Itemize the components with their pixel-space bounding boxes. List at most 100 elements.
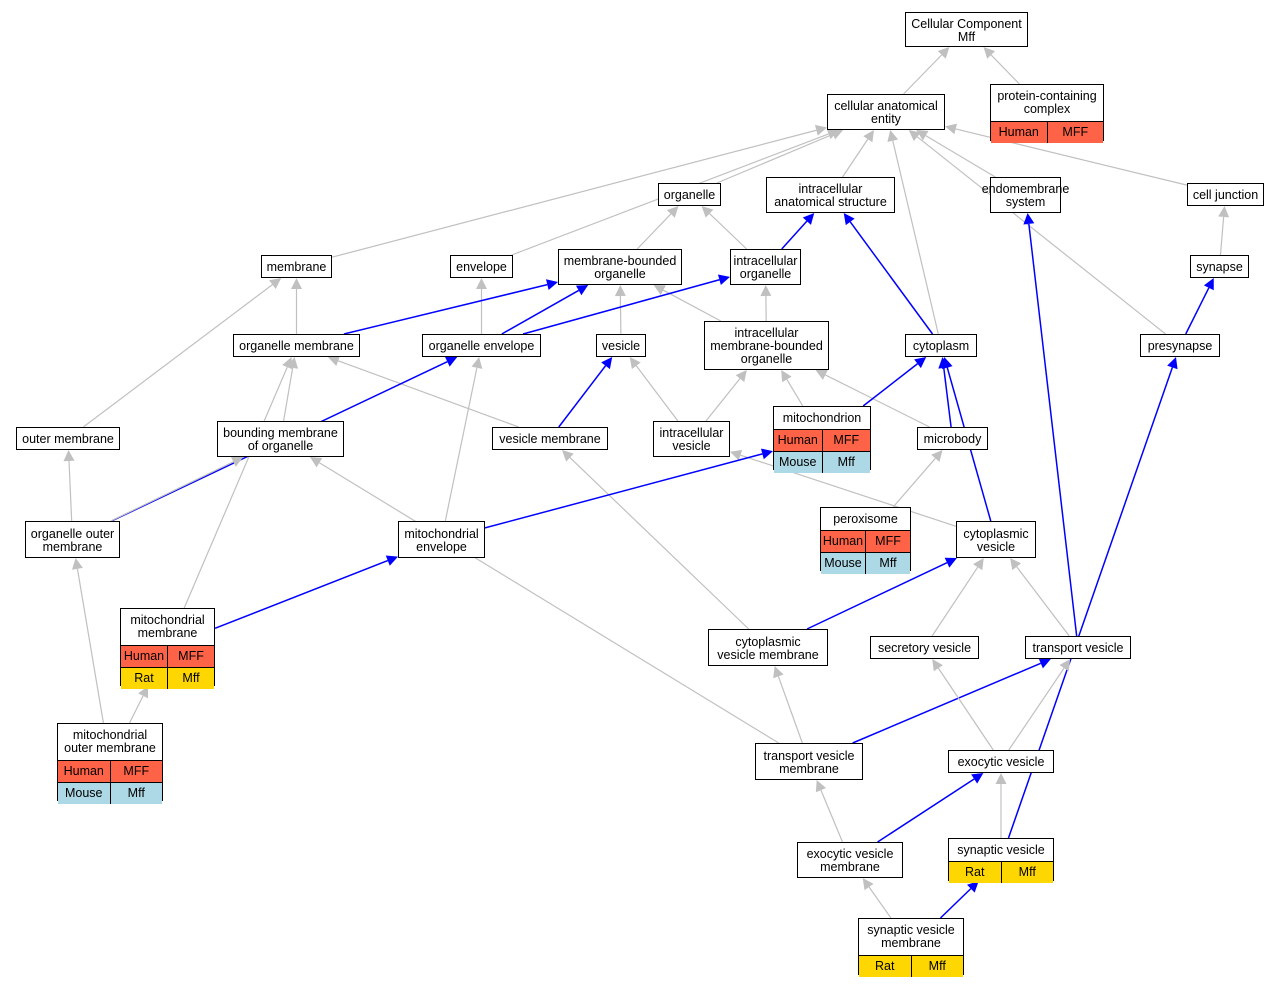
edge-line: [128, 695, 144, 724]
term-node-cj[interactable]: cell junction: [1187, 183, 1264, 206]
term-node-iv[interactable]: intracellular vesicle: [653, 421, 730, 457]
term-node-synapse[interactable]: synapse: [1190, 255, 1249, 278]
term-label: secretory vesicle: [877, 641, 972, 655]
gene-symbol-cell: MFF: [167, 646, 214, 667]
term-node-imbo[interactable]: intracellular membrane-bounded organelle: [704, 321, 829, 370]
term-node-evm[interactable]: exocytic vesicle membrane: [797, 842, 903, 878]
term-label: organelle membrane: [239, 339, 354, 353]
edge-line: [820, 789, 844, 843]
edge-synapse-to-cj: [1218, 206, 1230, 256]
edge-arrowhead: [735, 370, 747, 383]
edge-line: [903, 54, 943, 95]
edge-arrowhead: [269, 278, 282, 290]
edge-line: [68, 460, 73, 522]
edge-membrane-to-cae: [331, 124, 827, 258]
edge-endo-to-cae: [916, 130, 996, 178]
term-node-io[interactable]: intracellular organelle: [730, 249, 801, 285]
edge-tvm-to-tv: [852, 658, 1051, 744]
gene-symbol-cell: Mff: [821, 452, 871, 473]
edge-evm-to-tvm: [815, 780, 844, 843]
edge-arrowhead: [1059, 659, 1071, 672]
term-label: synaptic vesicle: [957, 842, 1045, 857]
term-label: peroxisome: [833, 511, 898, 526]
term-node-me[interactable]: mitochondrial envelope: [398, 521, 485, 558]
term-node-vm[interactable]: vesicle membrane: [492, 427, 608, 450]
species-cell: Human: [998, 125, 1039, 139]
term-node-cae[interactable]: cellular anatomical entity: [827, 94, 945, 130]
term-node-sv[interactable]: secretory vesicle: [870, 636, 979, 659]
term-node-vesicle[interactable]: vesicle: [596, 334, 646, 357]
term-label: Cellular Component Mff: [911, 16, 1022, 44]
edge-arrowhead: [814, 124, 827, 136]
edge-line: [877, 778, 975, 843]
term-node-bmo[interactable]: bounding membrane of organelle: [217, 421, 344, 457]
gene-symbol-cell: MFF: [821, 430, 871, 451]
edge-om-to-mbo: [343, 279, 558, 335]
term-node-cytoplasm[interactable]: cytoplasm: [905, 334, 977, 357]
edge-io-to-organelle: [701, 206, 748, 250]
gene-symbol-cell: MFF: [1046, 122, 1104, 143]
term-label: synapse: [1196, 260, 1243, 274]
term-label: organelle envelope: [428, 339, 535, 353]
edge-arrowhead: [932, 659, 943, 672]
edge-arrowhead: [937, 47, 950, 59]
term-node-microbody[interactable]: microbody: [917, 427, 988, 450]
edge-line: [939, 888, 972, 919]
term-node-organelle[interactable]: organelle: [658, 183, 721, 206]
term-node-presynapse[interactable]: presynapse: [1140, 334, 1220, 357]
edge-line: [849, 221, 934, 335]
term-node-cc[interactable]: Cellular Component Mff: [905, 12, 1028, 47]
term-node-membrane[interactable]: membrane: [261, 255, 332, 278]
term-label: intracellular membrane-bounded organelle: [710, 326, 823, 366]
term-node-cvm[interactable]: cytoplasmic vesicle membrane: [708, 629, 828, 666]
term-node-cv[interactable]: cytoplasmic vesicle: [956, 521, 1036, 558]
edge-line: [319, 462, 779, 744]
edge-tvm-to-bmo: [309, 457, 779, 744]
gene-symbol-cell: Mff: [1000, 862, 1054, 883]
edge-organelle-to-cae: [716, 129, 844, 184]
edge-line: [868, 886, 892, 919]
edge-arrowhead: [385, 555, 398, 566]
edge-outerm-to-membrane: [82, 278, 282, 428]
term-label: membrane-bounded organelle: [563, 254, 677, 281]
edge-cytoplasm-to-cae: [887, 130, 939, 335]
edge-arrowhead: [63, 450, 75, 462]
edge-line: [892, 140, 939, 335]
term-node-tvm[interactable]: transport vesicle membrane: [755, 743, 863, 780]
edge-microbody-to-imbo: [815, 370, 930, 428]
edge-arrowhead: [717, 274, 730, 286]
term-node-envelope[interactable]: envelope: [450, 255, 513, 278]
edge-line: [852, 662, 1042, 744]
term-node-outerm[interactable]: outer membrane: [16, 427, 120, 450]
edge-line: [716, 133, 834, 184]
term-node-oom[interactable]: organelle outer membrane: [25, 521, 120, 558]
term-node-om[interactable]: organelle membrane: [233, 334, 360, 357]
term-label: cytoplasm: [912, 339, 970, 353]
edge-svm-to-synv: [939, 881, 979, 919]
edge-line: [1008, 667, 1065, 751]
edge-presynapse-to-cae: [908, 130, 1166, 335]
term-label: mitochondrial membrane: [130, 613, 205, 640]
term-node-oe[interactable]: organelle envelope: [422, 334, 541, 357]
edge-mito-to-imbo: [781, 370, 804, 407]
term-node-mbo[interactable]: membrane-bounded organelle: [558, 249, 682, 285]
term-node-endo[interactable]: endomembrane system: [982, 177, 1069, 213]
edge-tvm-to-cvm: [773, 666, 803, 744]
edge-line: [444, 367, 478, 522]
term-node-ias[interactable]: intracellular anatomical structure: [766, 177, 895, 213]
edge-arrowhead: [983, 47, 996, 59]
term-node-ev[interactable]: exocytic vesicle: [948, 750, 1054, 773]
term-node-tv[interactable]: transport vesicle: [1025, 636, 1131, 659]
edge-line: [705, 378, 741, 422]
